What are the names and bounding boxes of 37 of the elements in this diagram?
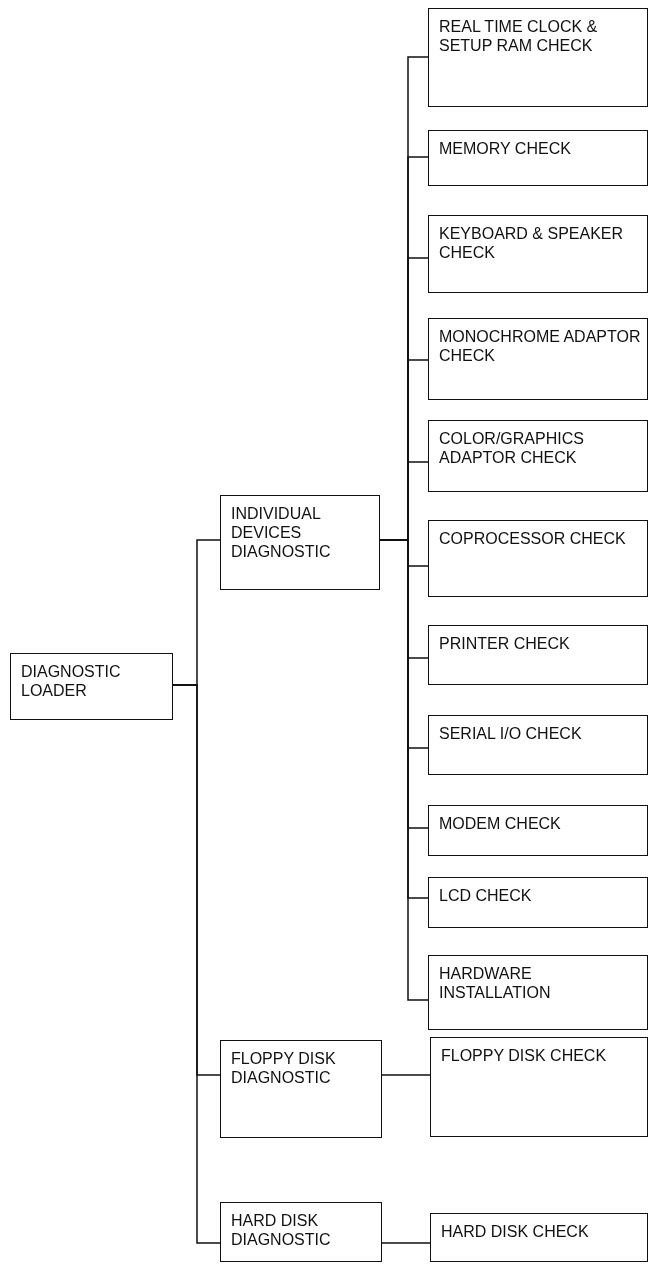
box-label: HARDWARE INSTALLATION <box>439 964 552 1002</box>
process-box <box>428 955 648 1030</box>
connector-line <box>381 1074 431 1076</box>
process-box <box>428 318 648 400</box>
box-label: COLOR/GRAPHICS ADAPTOR CHECK <box>439 429 585 467</box>
process-box <box>428 215 648 293</box>
process-box <box>428 520 648 597</box>
box-label: MEMORY CHECK <box>439 139 572 158</box>
box-label: REAL TIME CLOCK & SETUP RAM CHECK <box>439 17 599 55</box>
process-box <box>220 495 380 590</box>
process-box <box>430 1037 648 1137</box>
box-label: FLOPPY DISK DIAGNOSTIC <box>231 1049 337 1087</box>
process-box <box>428 715 648 775</box>
connector-line <box>381 1242 431 1244</box>
box-label: HARD DISK CHECK <box>441 1222 590 1241</box>
box-label: COPROCESSOR CHECK <box>439 529 627 548</box>
box-label: MONOCHROME ADAPTOR CHECK <box>439 327 641 365</box>
box-label: SERIAL I/O CHECK <box>439 724 583 743</box>
process-box <box>220 1040 382 1138</box>
process-box <box>220 1202 382 1262</box>
box-label: KEYBOARD & SPEAKER CHECK <box>439 224 625 262</box>
process-box <box>428 130 648 186</box>
box-label: PRINTER CHECK <box>439 634 571 653</box>
box-label: FLOPPY DISK CHECK <box>441 1046 608 1065</box>
process-box <box>428 420 648 492</box>
process-box <box>428 8 648 107</box>
process-box <box>428 625 648 685</box>
process-box <box>428 805 648 856</box>
box-label: LCD CHECK <box>439 886 533 905</box>
process-box <box>428 877 648 928</box>
process-box <box>430 1213 648 1262</box>
connector-line <box>172 684 221 1244</box>
process-box <box>10 653 173 720</box>
box-label: HARD DISK DIAGNOSTIC <box>231 1211 332 1249</box>
box-label: MODEM CHECK <box>439 814 562 833</box>
box-label: INDIVIDUAL DEVICES DIAGNOSTIC <box>231 504 332 561</box>
box-label: DIAGNOSTIC LOADER <box>21 662 122 700</box>
